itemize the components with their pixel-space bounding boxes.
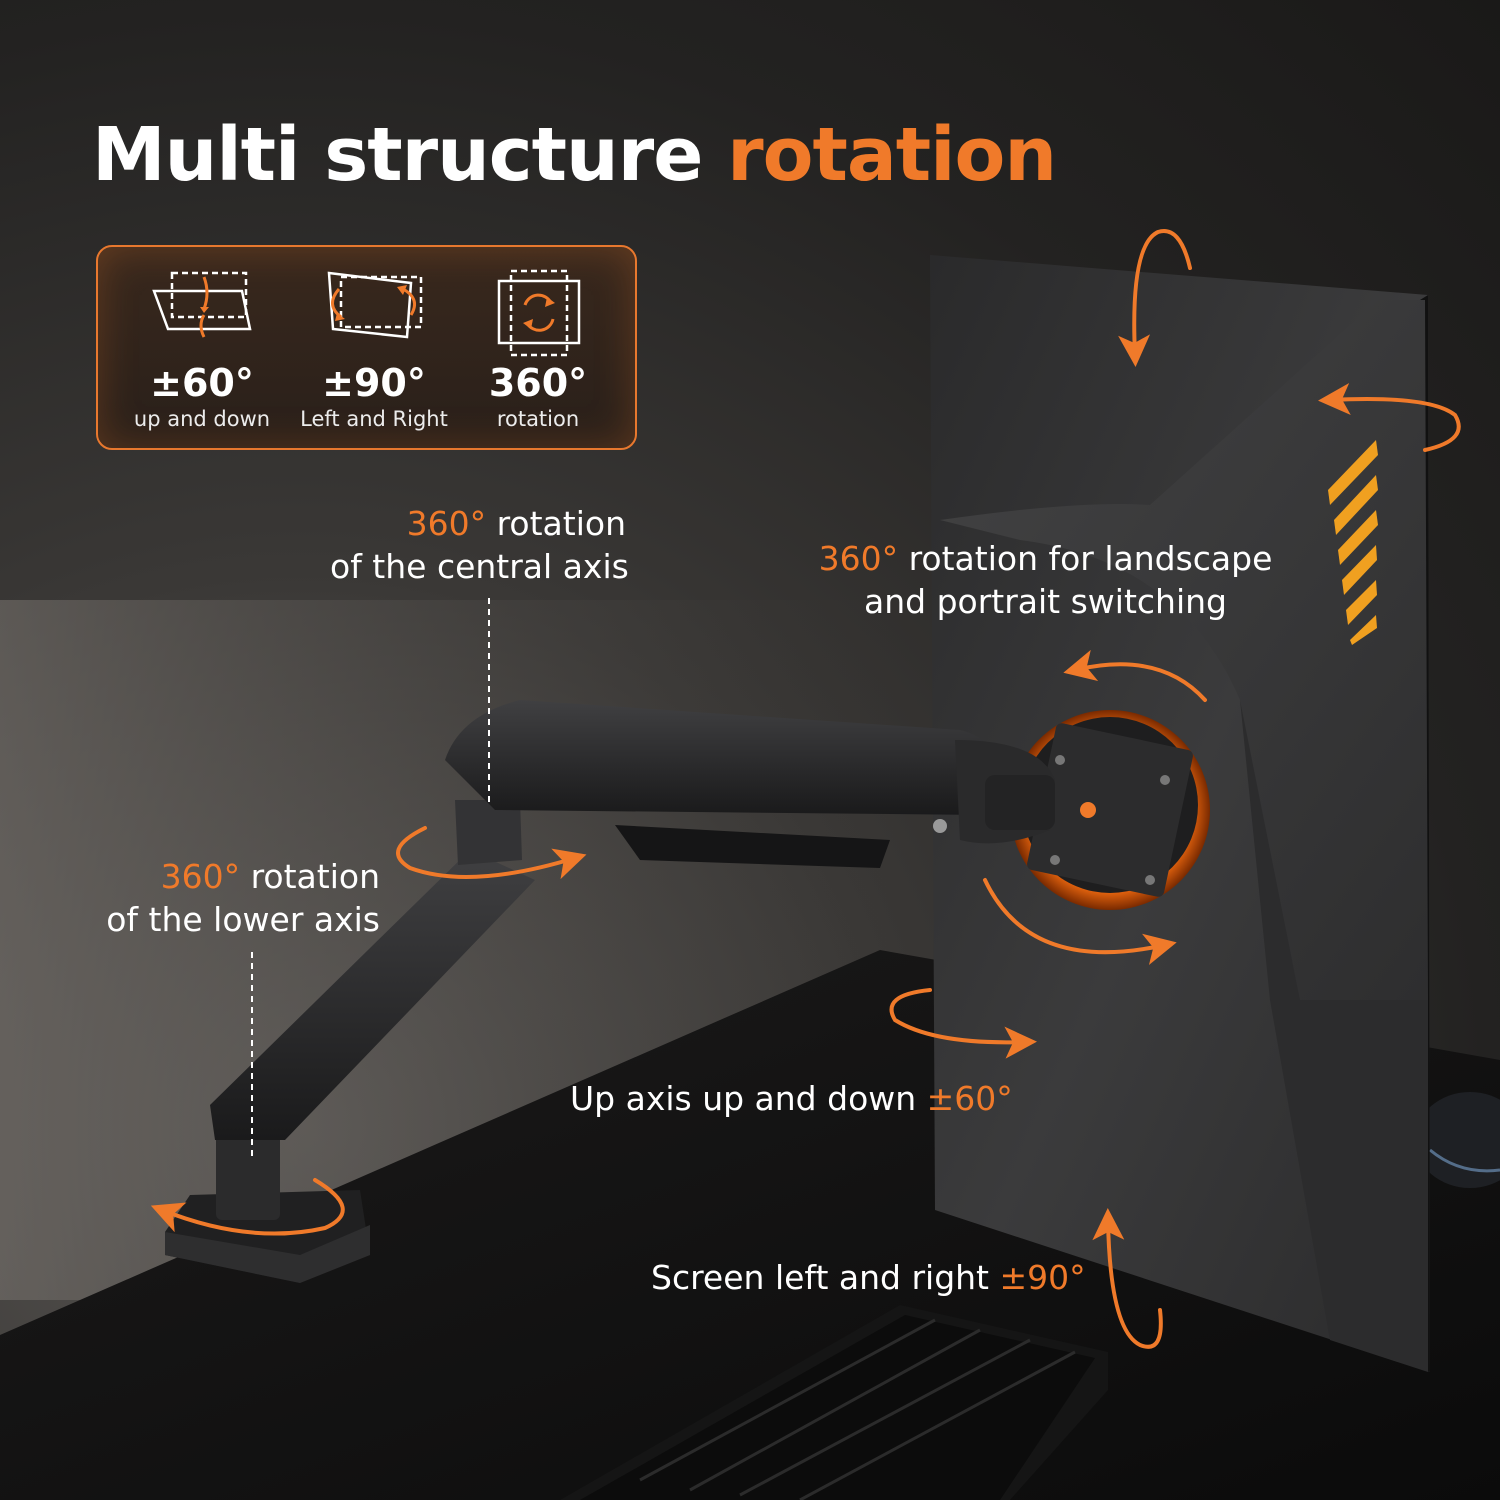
tilt-icon bbox=[152, 271, 252, 338]
spec-swivel: ±90° Left and Right bbox=[284, 247, 464, 452]
callout-up-axis: Up axis up and down ±60° bbox=[570, 1077, 1013, 1120]
monitor-top-tilt-arrow bbox=[1118, 229, 1192, 367]
callout-lower-axis-highlight: 360° bbox=[160, 857, 241, 896]
title-accent: rotation bbox=[727, 112, 1057, 198]
callout-central-axis-highlight: 360° bbox=[406, 504, 487, 543]
spec-rotation-value: 360° bbox=[488, 361, 588, 405]
lower-axis-rotation-arrow bbox=[150, 1178, 345, 1236]
spec-panel: ±60° up and down ±90° Left and Right 360… bbox=[96, 245, 637, 450]
callout-central-axis-line2: of the central axis bbox=[330, 547, 629, 586]
spec-swivel-value: ±90° bbox=[322, 361, 426, 405]
spec-rotation: 360° rotation bbox=[448, 247, 628, 452]
callout-lower-axis-line1: rotation bbox=[240, 857, 380, 896]
screen-swivel-arrow bbox=[1092, 1208, 1163, 1349]
callout-screen-highlight: ±90° bbox=[999, 1258, 1086, 1297]
central-axis-rotation-arrow bbox=[396, 826, 587, 880]
callout-up-axis-highlight: ±60° bbox=[926, 1079, 1013, 1118]
callout-screen-text: Screen left and right bbox=[651, 1258, 1000, 1297]
up-axis-tilt-arrow bbox=[889, 988, 1037, 1059]
keyboard bbox=[560, 1305, 1108, 1500]
callout-screen: Screen left and right ±90° bbox=[651, 1256, 1086, 1299]
mouse bbox=[1415, 1092, 1500, 1188]
vesa-rotation-arrow-top bbox=[1063, 649, 1207, 702]
callout-up-axis-text: Up axis up and down bbox=[570, 1079, 927, 1118]
spec-tilt-label: up and down bbox=[133, 407, 271, 431]
monitor-swivel-arrow-right bbox=[1318, 383, 1461, 452]
callout-lower-axis: 360° rotation of the lower axis bbox=[104, 855, 380, 941]
rotate-icon bbox=[497, 269, 581, 357]
spec-swivel-label: Left and Right bbox=[300, 407, 448, 431]
vesa-rotation-arrow-bottom bbox=[983, 878, 1177, 965]
spec-rotation-label: rotation bbox=[496, 407, 580, 431]
page-title: Multi structure rotation bbox=[92, 112, 1057, 198]
title-main: Multi structure bbox=[92, 112, 703, 198]
callout-landscape-line1: rotation for landscape bbox=[898, 539, 1273, 578]
callout-central-axis-line1: rotation bbox=[486, 504, 626, 543]
spec-tilt-value: ±60° bbox=[150, 361, 254, 405]
monitor bbox=[930, 255, 1430, 1372]
spec-tilt: ±60° up and down bbox=[112, 247, 292, 452]
callout-landscape-highlight: 360° bbox=[818, 539, 899, 578]
callout-central-axis: 360° rotation of the central axis bbox=[330, 502, 629, 588]
swivel-icon bbox=[327, 271, 423, 339]
callout-landscape-line2: and portrait switching bbox=[864, 582, 1227, 621]
callout-lower-axis-line2: of the lower axis bbox=[106, 900, 380, 939]
monitor-arm bbox=[165, 700, 1055, 1283]
callout-landscape: 360° rotation for landscape and portrait… bbox=[818, 537, 1273, 623]
